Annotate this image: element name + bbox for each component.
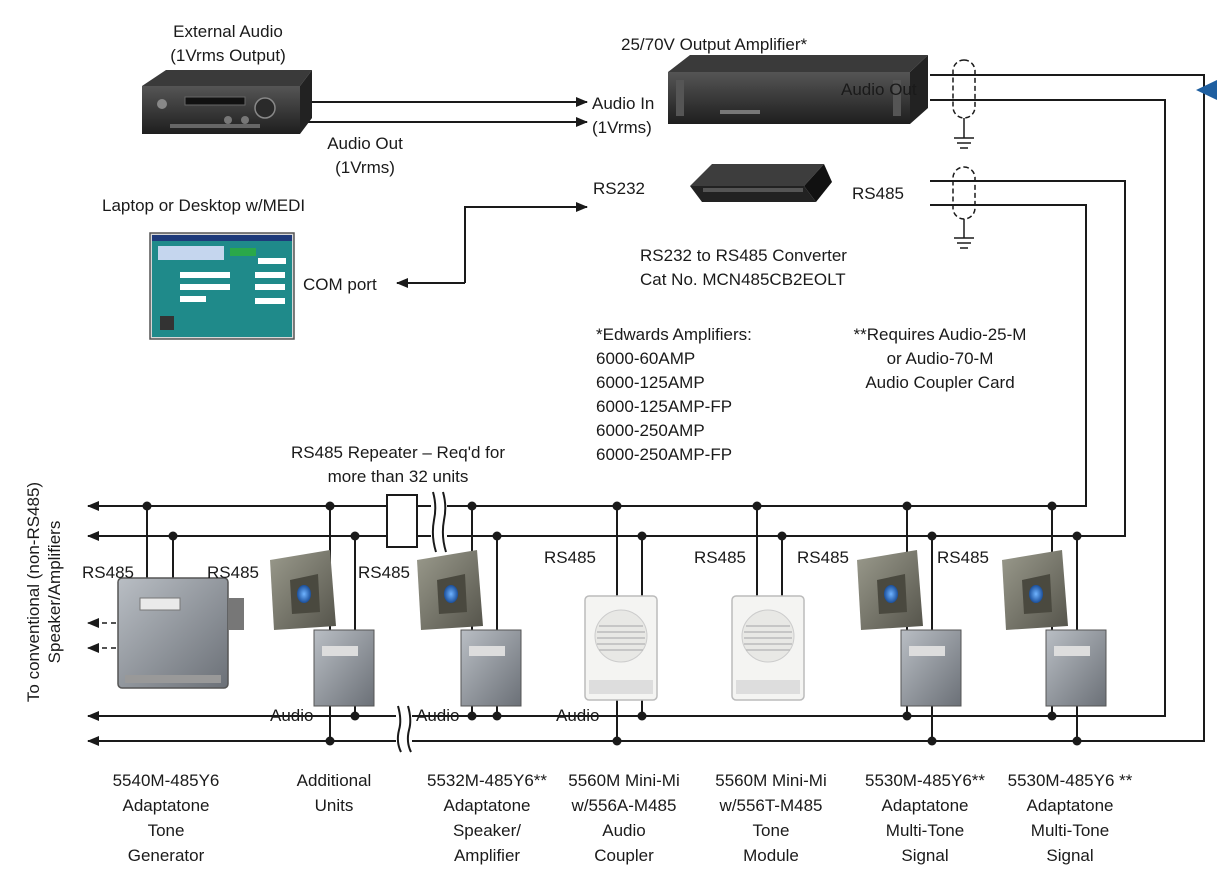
device-caption-multi-tone-2: 5530M-485Y6 ** Adaptatone Multi-Tone Sig… [1007, 771, 1133, 865]
device-caption-additional-units: Additional Units [296, 771, 372, 815]
rs485-label: RS485 [797, 548, 849, 567]
coupler-note: **Requires Audio-25-M or Audio-70-M Audi… [853, 325, 1027, 392]
receiver-audio-out-label: Audio Out (1Vrms) [327, 134, 403, 177]
horn-speaker-icon [270, 550, 375, 707]
signal-wires [87, 74, 1205, 746]
device-caption-speaker-amplifier: 5532M-485Y6** Adaptatone Speaker/ Amplif… [426, 771, 548, 865]
audio-in-label: Audio In (1Vrms) [592, 94, 655, 137]
mini-speaker-icon [731, 595, 805, 701]
rs485-label: RS485 [544, 548, 596, 567]
device-caption-audio-coupler: 5560M Mini-Mi w/556A-M485 Audio Coupler [568, 771, 680, 865]
audio-label: Audio [270, 706, 314, 725]
tone-generator-icon [117, 577, 244, 689]
amplifier-icon [668, 55, 928, 124]
rs485-label: RS485 [358, 563, 410, 582]
pointer-icon [1196, 80, 1217, 100]
tone-generator-outputs [87, 618, 125, 653]
device-caption-tone-module: 5560M Mini-Mi w/556T-M485 Tone Module [715, 771, 827, 865]
repeater-icon [386, 494, 418, 548]
repeater-note: RS485 Repeater – Req'd for more than 32 … [291, 443, 505, 486]
rs485-top-label: RS485 [852, 184, 904, 203]
laptop-title: Laptop or Desktop w/MEDI [102, 196, 306, 215]
rs232-label: RS232 [593, 179, 645, 198]
rs485-label: RS485 [207, 563, 259, 582]
device-caption-tone-generator: 5540M-485Y6 Adaptatone Tone Generator [112, 771, 220, 865]
com-port-label: COM port [303, 275, 377, 294]
side-label: To conventional (non-RS485) Speaker/Ampl… [24, 481, 64, 703]
ground-icon [954, 137, 974, 249]
mini-speaker-icon [584, 595, 658, 701]
amplifier-audio-out-label: Audio Out [841, 80, 917, 99]
junction-dots [142, 501, 1082, 746]
bus-break-marks [396, 491, 447, 753]
converter-icon [690, 164, 832, 202]
horn-speaker-icon [857, 550, 962, 707]
laptop-screen-icon [149, 232, 295, 340]
rs485-label: RS485 [937, 548, 989, 567]
audio-label: Audio [416, 706, 460, 725]
device-caption-multi-tone-1: 5530M-485Y6** Adaptatone Multi-Tone Sign… [864, 771, 986, 865]
horn-speaker-icon [417, 550, 522, 707]
receiver-icon [142, 70, 312, 134]
converter-caption: RS232 to RS485 Converter Cat No. MCN485C… [640, 246, 847, 289]
external-audio-label: External Audio (1Vrms Output) [170, 22, 286, 65]
horn-speaker-icon [1002, 550, 1107, 707]
amplifier-list: *Edwards Amplifiers: 6000-60AMP 6000-125… [596, 325, 752, 464]
amplifier-title: 25/70V Output Amplifier* [621, 35, 808, 54]
rs485-label: RS485 [694, 548, 746, 567]
shield-icon [952, 59, 976, 238]
audio-label: Audio [556, 706, 600, 725]
rs485-label: RS485 [82, 563, 134, 582]
